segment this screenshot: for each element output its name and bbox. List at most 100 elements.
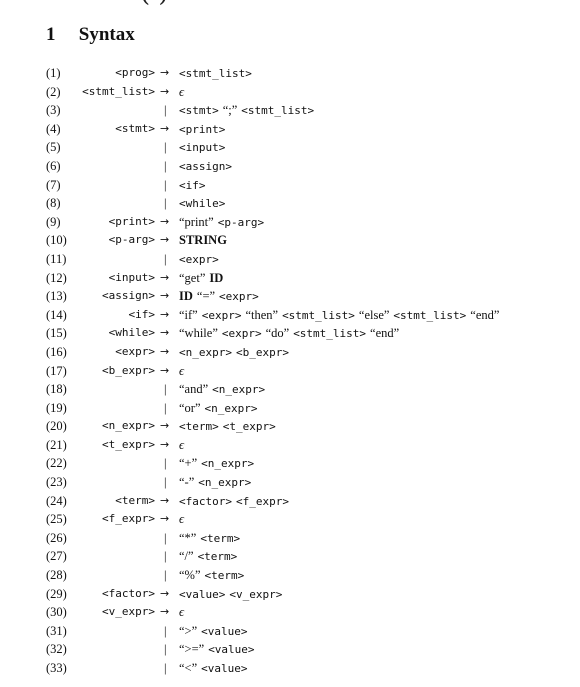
rule-rhs: “print” <p-arg> xyxy=(179,213,264,233)
terminal-literal: “=” xyxy=(196,289,216,304)
rule-lhs-nonterminal: <p-arg> xyxy=(108,233,155,247)
rule-rhs: <n_expr> <b_expr> xyxy=(179,343,289,363)
alternative-bar: | xyxy=(164,456,167,471)
rule-rhs: <term> <t_expr> xyxy=(179,417,276,437)
terminal-literal: “>=” xyxy=(179,642,205,657)
rule-number: (11) xyxy=(46,251,67,266)
nonterminal-symbol: <term> xyxy=(197,550,238,564)
rule-number: (15) xyxy=(46,326,67,341)
derives-arrow: → xyxy=(160,289,170,303)
rule-rhs: ϵ xyxy=(179,603,184,622)
nonterminal-symbol: <stmt_list> xyxy=(179,67,252,80)
terminal-literal: “>” xyxy=(179,623,198,638)
alternative-bar: | xyxy=(164,158,167,173)
derives-arrow: → xyxy=(160,363,170,377)
derives-arrow: → xyxy=(160,344,170,358)
rule-number: (27) xyxy=(46,549,67,564)
grammar-rule: (14)<if>→“if” <expr> “then” <stmt_list> … xyxy=(0,306,580,325)
epsilon-symbol: ϵ xyxy=(179,605,185,620)
grammar-rule: (30)<v_expr>→ϵ xyxy=(0,603,580,622)
rule-rhs: ϵ xyxy=(179,436,184,455)
nonterminal-symbol: <f_expr> xyxy=(235,494,289,508)
rule-number: (18) xyxy=(46,382,67,397)
nonterminal-symbol: <factor> xyxy=(179,494,232,508)
rule-rhs: “get” ID xyxy=(179,269,223,288)
rule-number: (1) xyxy=(46,66,61,80)
grammar-rule: (31)|“>” <value> xyxy=(0,622,580,641)
derives-arrow: → xyxy=(160,121,170,135)
rule-lhs-nonterminal: <b_expr> xyxy=(102,363,155,377)
terminal-literal: “*” xyxy=(179,530,197,545)
terminal-literal: “/” xyxy=(179,549,194,564)
epsilon-symbol: ϵ xyxy=(179,512,185,527)
rule-number: (20) xyxy=(46,419,67,434)
nonterminal-symbol: <n_expr> xyxy=(198,476,252,490)
alternative-bar: | xyxy=(164,475,167,490)
derives-arrow: → xyxy=(160,326,170,340)
grammar-rule: (26)|“*” <term> xyxy=(0,529,580,548)
grammar-rule: (12)<input>→“get” ID xyxy=(0,269,580,288)
terminal-literal: “get” xyxy=(179,270,206,285)
rule-number: (19) xyxy=(46,400,67,415)
alternative-bar: | xyxy=(164,549,167,564)
nonterminal-symbol: <n_expr> xyxy=(204,401,258,415)
terminal-literal: “or” xyxy=(179,400,201,415)
grammar-rule: (4)<stmt>→<print> xyxy=(0,120,580,139)
alternative-bar: | xyxy=(164,177,167,192)
grammar-rule: (20)<n_expr>→<term> <t_expr> xyxy=(0,417,580,436)
rule-rhs: “>=” <value> xyxy=(179,640,255,660)
terminal-literal: “end” xyxy=(470,307,500,322)
grammar-rule: (8)|<while> xyxy=(0,194,580,213)
rule-number: (29) xyxy=(46,586,67,601)
rule-lhs-nonterminal: <t_expr> xyxy=(102,437,155,451)
grammar-rule: (7)|<if> xyxy=(0,176,580,195)
grammar-rule: (16)<expr>→<n_expr> <b_expr> xyxy=(0,343,580,362)
rule-rhs: “if” <expr> “then” <stmt_list> “else” <s… xyxy=(179,306,499,326)
rule-number: (22) xyxy=(46,456,67,471)
rule-rhs: ϵ xyxy=(179,362,184,381)
alternative-bar: | xyxy=(164,661,167,675)
alternative-bar: | xyxy=(164,251,167,266)
terminal-literal: “end” xyxy=(370,326,400,341)
nonterminal-symbol: <n_expr> xyxy=(179,345,232,359)
rule-lhs-nonterminal: <n_expr> xyxy=(102,419,155,433)
nonterminal-symbol: <print> xyxy=(179,122,226,136)
terminal-literal: “-” xyxy=(179,475,195,490)
grammar-rule: (11) | <expr> xyxy=(0,250,580,269)
rule-rhs: “or” <n_expr> xyxy=(179,399,257,419)
grammar-rule: (5)|<input> xyxy=(0,138,580,157)
terminal-literal: “if” xyxy=(179,307,198,322)
nonterminal-symbol: <expr> xyxy=(179,252,219,266)
derives-arrow: → xyxy=(160,512,170,526)
epsilon-symbol: ϵ xyxy=(179,437,185,452)
rule-number: (13) xyxy=(46,289,67,304)
rule-number: (17) xyxy=(46,363,67,378)
grammar-rule: (24)<term>→<factor> <f_expr> xyxy=(0,492,580,511)
grammar-rule: (33)|“<” <value> xyxy=(0,659,580,678)
rule-rhs: “-” <n_expr> xyxy=(179,473,251,493)
nonterminal-symbol: <expr> xyxy=(219,290,259,304)
terminal-literal: “then” xyxy=(245,307,279,322)
epsilon-symbol: ϵ xyxy=(179,84,185,99)
rule-rhs: <value> <v_expr> xyxy=(179,585,282,605)
derives-arrow: → xyxy=(160,233,170,247)
rule-number: (5) xyxy=(46,140,61,155)
nonterminal-symbol: <stmt_list> xyxy=(393,308,467,322)
grammar-rule: (18)|“and” <n_expr> xyxy=(0,380,580,399)
nonterminal-symbol: <expr> xyxy=(221,327,262,341)
terminal-literal: “while” xyxy=(179,326,218,341)
grammar-rule: (22)|“+” <n_expr> xyxy=(0,454,580,473)
grammar-rule: (21)<t_expr>→ϵ xyxy=(0,436,580,455)
rule-lhs-nonterminal: <f_expr> xyxy=(102,512,155,526)
rule-rhs: ϵ xyxy=(179,510,184,529)
rule-rhs: <while> xyxy=(179,194,225,214)
rule-rhs: <assign> xyxy=(179,157,232,177)
rule-lhs-nonterminal: <while> xyxy=(108,326,155,340)
terminal-literal: “print” xyxy=(179,214,214,229)
rule-rhs: “>” <value> xyxy=(179,622,248,642)
rule-rhs: “<” <value> xyxy=(179,659,248,679)
rule-rhs: <print> xyxy=(179,120,225,140)
nonterminal-symbol: <v_expr> xyxy=(229,587,283,601)
derives-arrow: → xyxy=(160,307,170,321)
rule-lhs-nonterminal: <stmt> xyxy=(115,121,155,135)
